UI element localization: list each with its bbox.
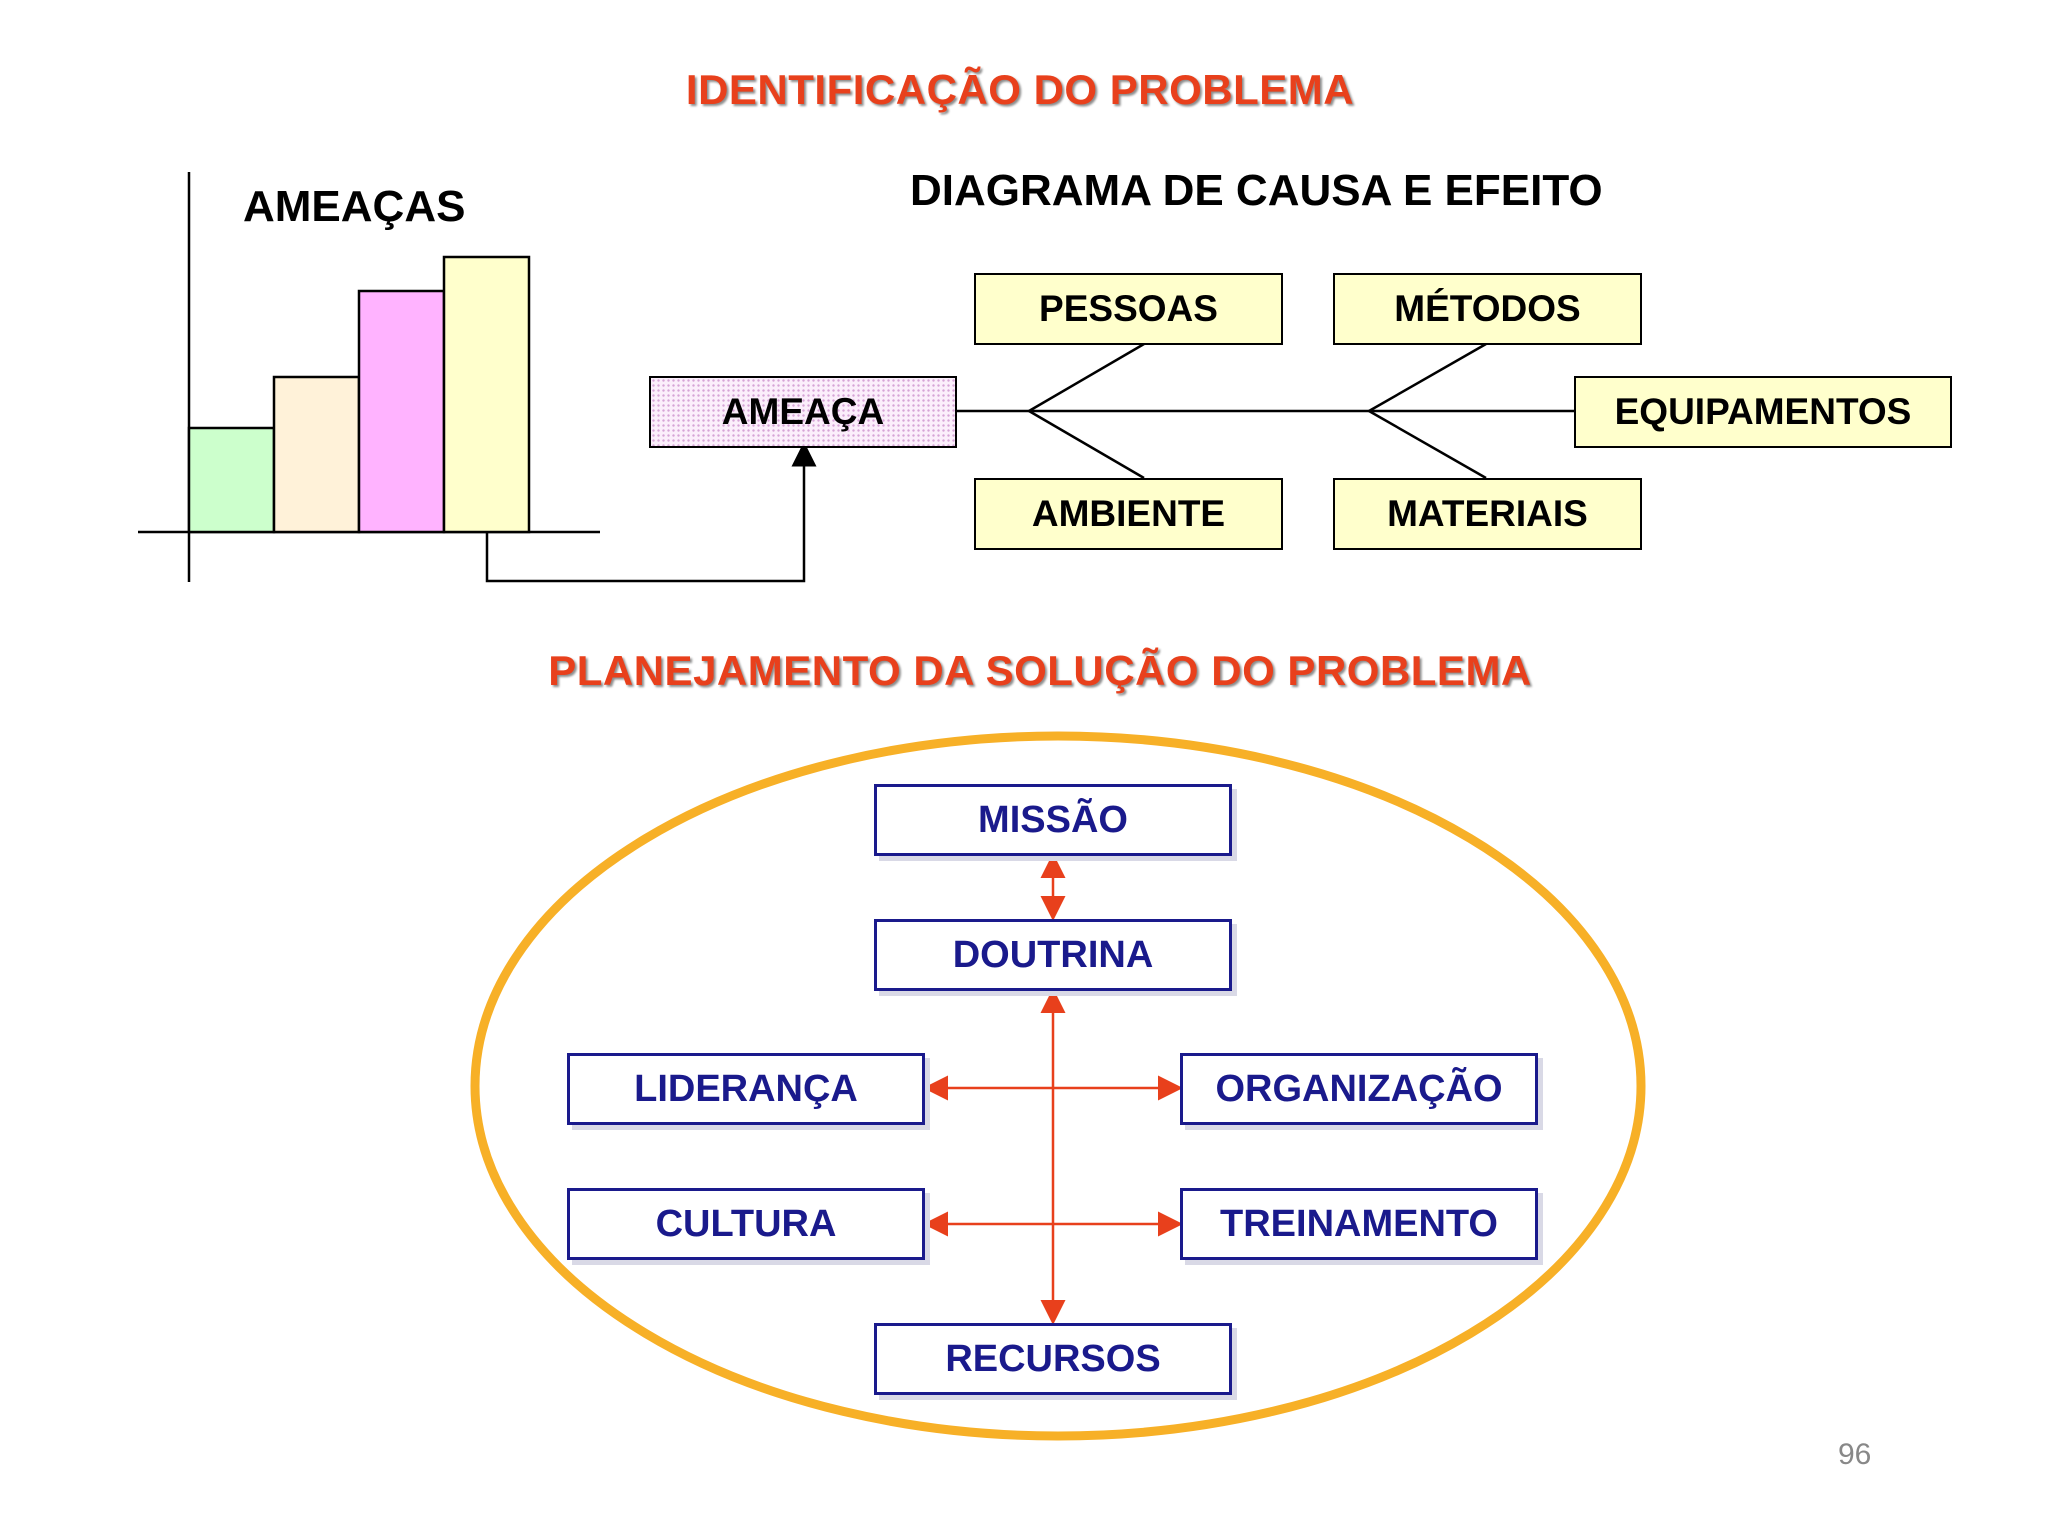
threat-bar-1: [187, 426, 276, 534]
box-cultura: CULTURA: [567, 1188, 925, 1260]
chart-to-ameaca-connector: [485, 441, 817, 583]
box-doutrina: DOUTRINA: [874, 919, 1232, 991]
fishbone-title: DIAGRAMA DE CAUSA E EFEITO: [910, 166, 1603, 215]
bone-materiais: [1368, 409, 1487, 480]
bone-metodos: [1368, 342, 1487, 413]
threat-chart: [138, 172, 817, 583]
threat-bar-3: [357, 289, 446, 534]
box-lideranca: LIDERANÇA: [567, 1053, 925, 1125]
planning-ellipse: [470, 731, 1646, 1441]
cause-box-equipamentos: EQUIPAMENTOS: [1574, 376, 1952, 448]
page-number: 96: [1838, 1438, 1872, 1471]
box-treinamento: TREINAMENTO: [1180, 1188, 1538, 1260]
box-missao: MISSÃO: [874, 784, 1232, 856]
box-recursos: RECURSOS: [874, 1323, 1232, 1395]
cause-box-materiais: MATERIAIS: [1333, 478, 1642, 550]
heading-planning: PLANEJAMENTO DA SOLUÇÃO DO PROBLEMA: [548, 647, 1532, 694]
bone-ambiente: [1028, 409, 1145, 480]
cause-box-ambiente: AMBIENTE: [974, 478, 1283, 550]
fishbone-lines: [957, 342, 1574, 480]
planning-arrows: [923, 853, 1183, 1325]
cause-box-pessoas: PESSOAS: [974, 273, 1283, 345]
effect-box-ameaca: AMEAÇA: [649, 376, 957, 448]
threat-bar-2: [272, 375, 361, 534]
threat-bar-4: [442, 255, 531, 534]
bone-pessoas: [1028, 342, 1145, 413]
heading-identification: IDENTIFICAÇÃO DO PROBLEMA: [685, 66, 1355, 113]
box-organizacao: ORGANIZAÇÃO: [1180, 1053, 1538, 1125]
threats-chart-title: AMEAÇAS: [243, 182, 466, 231]
cause-box-metodos: MÉTODOS: [1333, 273, 1642, 345]
